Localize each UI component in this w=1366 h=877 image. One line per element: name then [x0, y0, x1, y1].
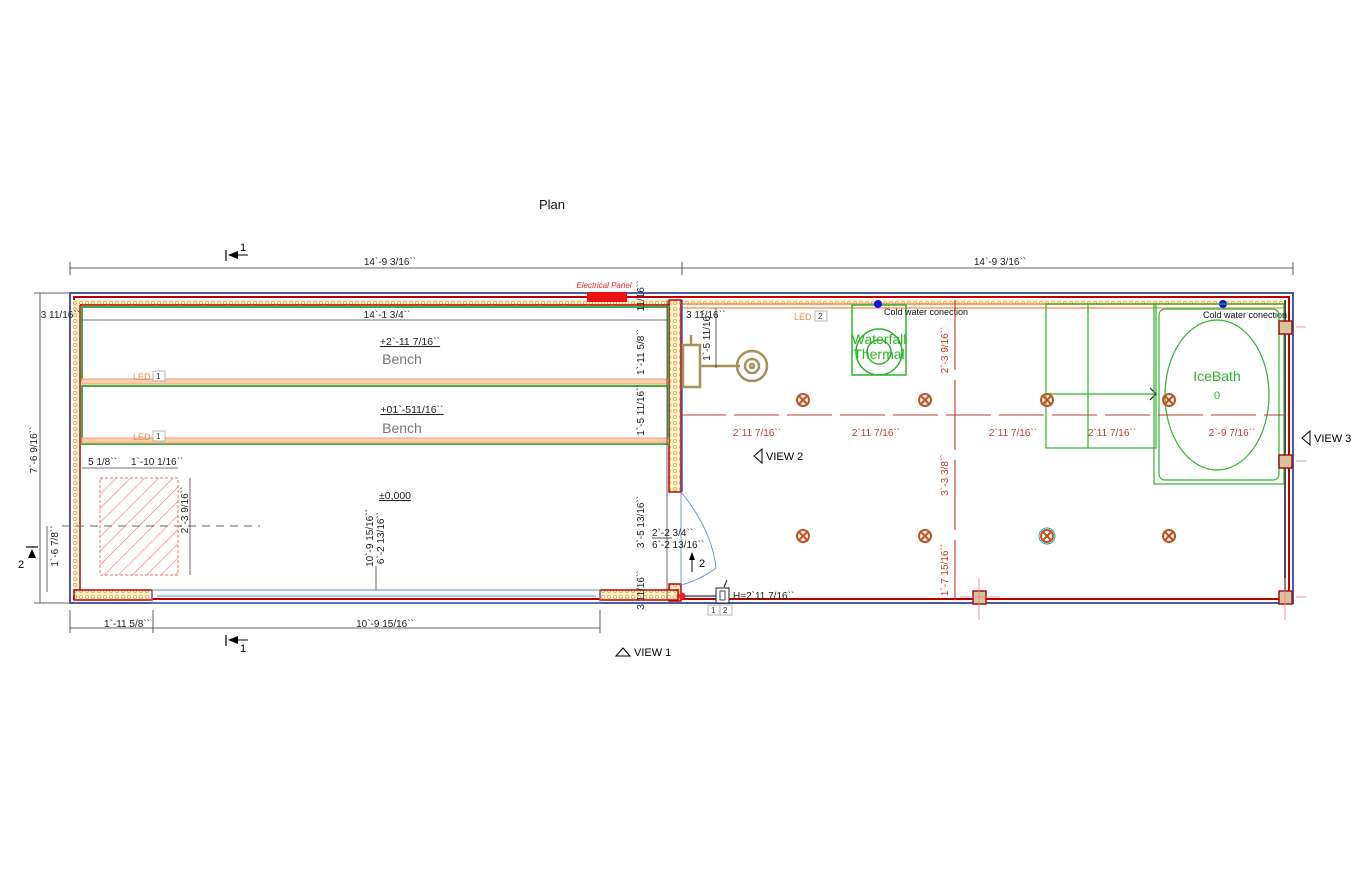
svg-text:2`11 7/16``: 2`11 7/16`` — [989, 427, 1037, 439]
view-3-marker[interactable]: VIEW 3 — [1301, 429, 1351, 447]
ceiling-light-icon — [918, 393, 932, 407]
led-tag-2: LED 2 — [794, 310, 828, 322]
dim-wall-mid: 3 11/16`` — [686, 309, 725, 321]
switch-tags: 1 2 — [707, 604, 733, 616]
dim-top-left: 14`-9 3/16`` — [364, 256, 416, 268]
dim-bench1-depth: 1`-11 5/8`` — [635, 329, 647, 375]
dim-hatch-from-wall: 1`-6 7/8`` — [49, 525, 61, 566]
dim-bench2-depth: 1`-5 11/16`` — [635, 384, 647, 436]
svg-text:2`11 7/16``: 2`11 7/16`` — [733, 427, 781, 439]
view-1-marker[interactable]: VIEW 1 — [614, 647, 671, 659]
dim-light-vert-top: 2`-3 9/16`` — [939, 327, 951, 374]
icebath-sublabel: 0 — [1214, 390, 1220, 402]
cold-water-label-1: Cold water conection — [884, 307, 968, 317]
dim-door-bottom-wall: 3 11/16`` — [635, 570, 647, 609]
bench-upper — [81, 306, 669, 385]
svg-text:1: 1 — [156, 372, 161, 381]
svg-text:VIEW 3: VIEW 3 — [1314, 433, 1351, 445]
dim-door-side: 3`-5 13/16`` — [635, 496, 647, 548]
plan-title: Plan — [539, 197, 565, 212]
ceiling-light-icon — [1038, 527, 1056, 545]
shower-fixture — [681, 335, 769, 389]
bench-upper-elevation: +2`-11 7/16`` — [380, 336, 440, 348]
svg-text:LED: LED — [133, 372, 151, 382]
svg-text:2`11 7/16``: 2`11 7/16`` — [1088, 427, 1136, 439]
floor-elevation: ±0,000 — [379, 490, 411, 502]
svg-text:1: 1 — [240, 242, 246, 254]
dim-light-vert-mid: 3`-3 3/8`` — [939, 454, 951, 495]
electrical-panel-label: Electrical Panel — [576, 281, 631, 290]
waterfall-label: Waterfall — [852, 331, 907, 347]
ceiling-light-icon — [1040, 393, 1054, 407]
icebath — [1153, 303, 1285, 485]
dim-shower-offset: 1`-5 11/16`` — [701, 309, 713, 361]
led-tag-1a: LED 1 — [133, 370, 166, 382]
partition-wall — [668, 299, 683, 602]
electrical-panel — [587, 292, 627, 302]
light-spacing-labels: 2`11 7/16`` 2`11 7/16`` 2`11 7/16`` 2`11… — [733, 427, 1255, 439]
ceiling-light-icon — [796, 529, 810, 543]
dim-window-height: 6`-2 13/16`` — [375, 512, 387, 564]
icebath-platform — [1045, 303, 1157, 449]
dim-hatch-offset: 5 1/8`` — [88, 456, 117, 468]
ceiling-light-icon — [918, 529, 932, 543]
view-2-marker[interactable]: VIEW 2 — [753, 447, 803, 465]
bottom-dimension — [69, 610, 601, 633]
dim-wall-left: 3 11/16`` — [41, 309, 80, 321]
top-dimension — [69, 262, 1294, 275]
svg-text:1: 1 — [156, 432, 161, 441]
dim-door-height: 6`-2 13/16`` — [652, 539, 704, 551]
section-marker-top: 1 — [225, 242, 248, 261]
svg-text:VIEW 1: VIEW 1 — [634, 647, 671, 659]
svg-text:LED: LED — [794, 312, 812, 322]
ceiling-light-icon — [1162, 529, 1176, 543]
svg-text:1: 1 — [240, 643, 246, 655]
dim-bottom-window: 10`-9 15/16`` — [356, 618, 414, 630]
post-gridlines — [960, 326, 1306, 620]
bench-lower-elevation: +01`-511/16`` — [380, 404, 443, 416]
light-switch — [678, 579, 730, 604]
led-tag-1b: LED 1 — [133, 430, 166, 442]
dim-light-vert-bottom: 1`-7 15/16`` — [939, 544, 951, 596]
window — [151, 589, 601, 604]
bench-lower-label: Bench — [382, 420, 422, 436]
svg-text:LED: LED — [133, 432, 151, 442]
svg-text:1: 1 — [711, 606, 716, 615]
dim-left-height: 7`-6 9/16`` — [28, 427, 40, 474]
light-grid-dimensions — [681, 300, 1285, 600]
dim-bottom-left: 1`-11 5/8`` — [104, 618, 150, 630]
door-swing — [680, 491, 717, 586]
cold-water-point-1 — [874, 300, 882, 308]
svg-text:2`-9 7/16``: 2`-9 7/16`` — [1209, 427, 1256, 439]
bench-upper-label: Bench — [382, 351, 422, 367]
svg-text:2: 2 — [818, 312, 823, 321]
section-marker-bottom: 1 — [225, 635, 248, 655]
svg-text:2: 2 — [723, 606, 728, 615]
svg-text:2: 2 — [699, 558, 705, 570]
dim-hatch-width: 1`-10 1/16`` — [131, 456, 183, 468]
dim-top-right: 14`-9 3/16`` — [974, 256, 1026, 268]
thermal-label: Thermal — [853, 346, 904, 362]
svg-text:VIEW 2: VIEW 2 — [766, 451, 803, 463]
ceiling-light-icon — [796, 393, 810, 407]
svg-text:2: 2 — [18, 559, 24, 571]
cold-water-label-2: Cold water conection — [1203, 310, 1287, 320]
structural-posts — [972, 320, 1293, 605]
bench-lower — [81, 385, 669, 445]
door-section-marker: 2 — [689, 552, 705, 572]
dim-top-small: 11/16`` — [635, 281, 647, 312]
switch-height: H=2`11 7/16`` — [733, 590, 794, 602]
icebath-label: IceBath — [1193, 368, 1240, 384]
bottom-wall-left — [73, 589, 153, 601]
section-marker-left: 2 — [18, 546, 38, 571]
ceiling-light-icon — [1162, 393, 1176, 407]
ceiling-lights — [796, 393, 1176, 545]
dim-bench-length: 14`-1 3/4`` — [364, 309, 411, 321]
dim-room-depth: 10`-9 15/16`` — [364, 509, 376, 567]
svg-text:2`11 7/16``: 2`11 7/16`` — [852, 427, 900, 439]
dim-door-width: 2`-2 3/4`` — [652, 527, 693, 539]
dim-hatch-height: 2`-3 9/16`` — [179, 487, 191, 534]
